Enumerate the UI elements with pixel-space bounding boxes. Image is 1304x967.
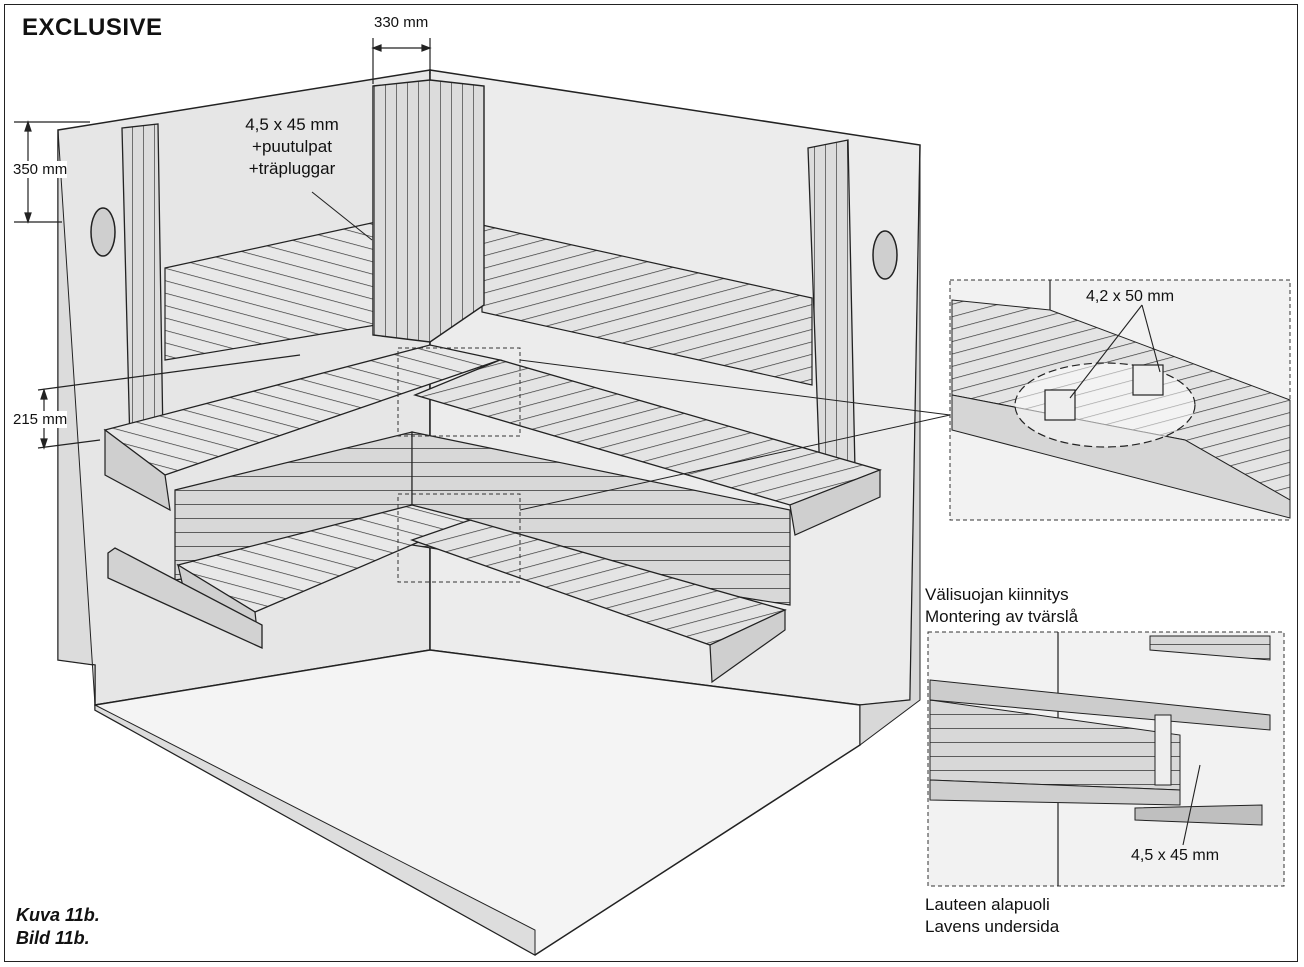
left-shield bbox=[121, 123, 164, 447]
left-lamp-icon bbox=[90, 207, 116, 257]
screw-size: 4,5 x 45 mm bbox=[245, 115, 339, 134]
floor-support-rail bbox=[107, 547, 263, 650]
left-wall-edge bbox=[57, 129, 96, 706]
underside-caption-sv: Lavens undersida bbox=[925, 917, 1060, 936]
plugs-fi: +puutulpat bbox=[252, 137, 332, 156]
product-title: EXCLUSIVE bbox=[22, 14, 163, 41]
crossbar-caption-sv: Montering av tvärslå bbox=[925, 607, 1079, 626]
figure-frame bbox=[4, 4, 1298, 962]
upper-bench bbox=[103, 344, 883, 536]
right-lamp-icon bbox=[872, 230, 898, 280]
detail-screw-label: 4,2 x 50 mm bbox=[1086, 288, 1175, 305]
detail-inset-bottom bbox=[927, 631, 1285, 887]
dimension-330-label: 330 mm bbox=[374, 14, 429, 31]
screw-leader bbox=[311, 191, 373, 241]
screw-callout: 4,5 x 45 mm +puutulpat +träpluggar bbox=[212, 114, 372, 180]
underside-caption-fi: Lauteen alapuoli bbox=[925, 895, 1050, 914]
detail-leader-2 bbox=[519, 414, 951, 511]
crossbar-screw-label: 4,5 x 45 mm bbox=[1131, 847, 1220, 865]
plugs-sv: +träpluggar bbox=[248, 159, 336, 178]
crossbar-caption-fi: Välisuojan kiinnitys bbox=[925, 585, 1069, 604]
figure-number-sv: Bild 11b. bbox=[16, 928, 90, 948]
detail-leader-1 bbox=[519, 359, 951, 416]
dimension-330 bbox=[371, 38, 432, 84]
figure-number-fi: Kuva 11b. bbox=[16, 905, 100, 925]
dimension-215-label: 215 mm bbox=[13, 411, 68, 428]
detail-inset-top bbox=[949, 279, 1291, 521]
right-wall-edge bbox=[859, 144, 921, 746]
floor-front-edge bbox=[94, 704, 536, 956]
dimension-350-label: 350 mm bbox=[13, 161, 68, 178]
corner-guard bbox=[372, 79, 485, 343]
dimension-215 bbox=[37, 354, 301, 450]
